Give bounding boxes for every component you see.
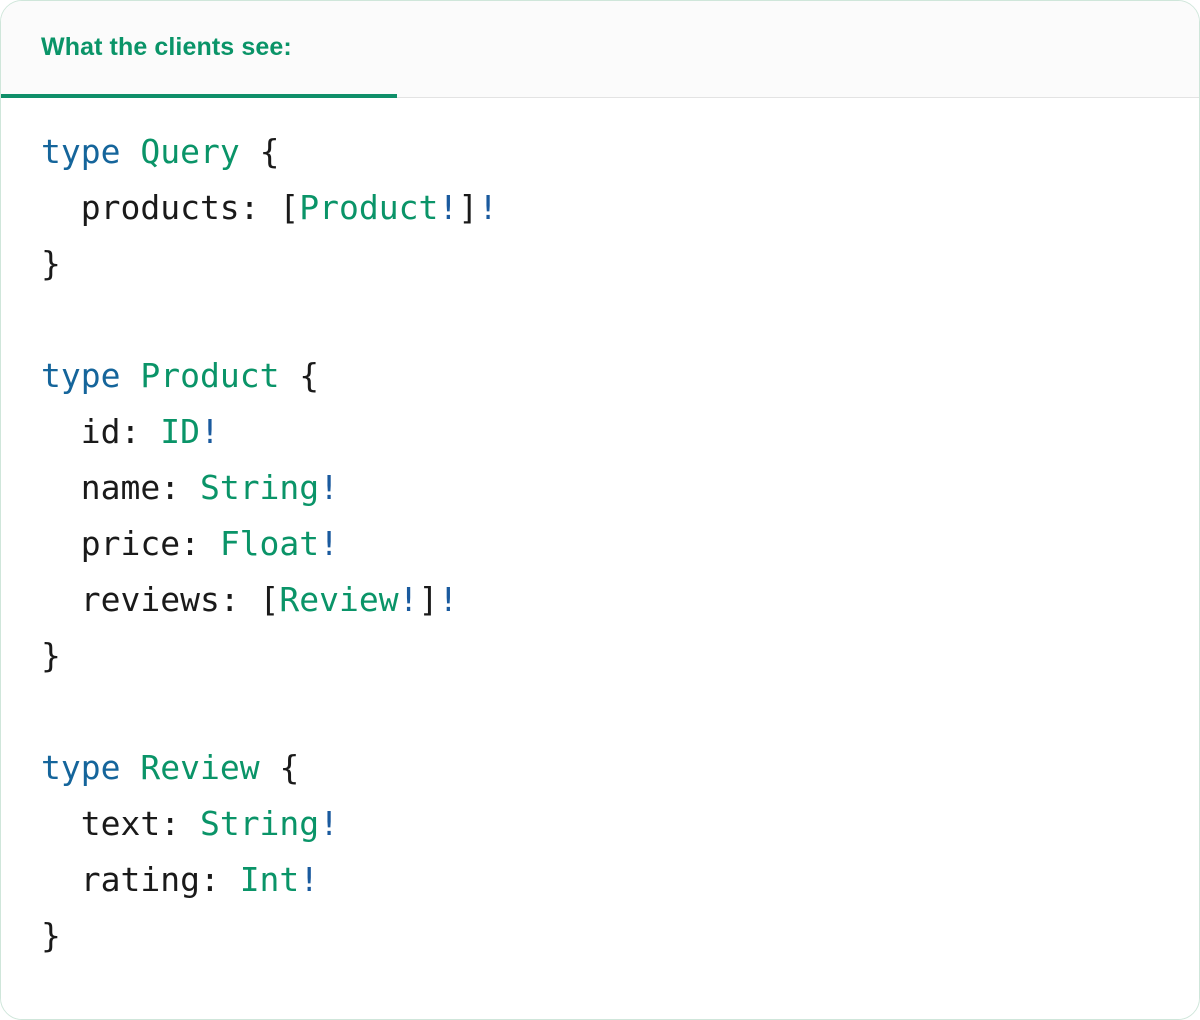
code-token-punct: {	[279, 356, 320, 395]
code-line: type Product {	[1, 348, 1199, 404]
code-token-type: Product	[299, 188, 439, 227]
code-token-punct: }	[41, 636, 61, 675]
code-token-punct: {	[259, 748, 300, 787]
code-token-field: reviews:	[41, 580, 260, 619]
graphql-schema-code[interactable]: type Query { products: [Product!]!}type …	[1, 98, 1199, 964]
code-line: text: String!	[1, 796, 1199, 852]
code-line: rating: Int!	[1, 852, 1199, 908]
code-token-type: Int	[239, 860, 300, 899]
code-token-bang: !	[478, 188, 498, 227]
code-line: products: [Product!]!	[1, 180, 1199, 236]
code-token-bang: !	[319, 468, 340, 507]
code-token-bang: !	[438, 580, 459, 619]
code-token-kw: type	[41, 356, 121, 395]
tab-label: What the clients see:	[41, 33, 292, 61]
code-token-type: Float	[219, 524, 320, 563]
code-token-punct: [	[259, 580, 280, 619]
code-token-punct: ]	[418, 580, 439, 619]
code-token-type: Review	[279, 580, 399, 619]
code-token-field: price:	[41, 524, 220, 563]
code-panel: type Query { products: [Product!]!}type …	[1, 98, 1199, 1019]
code-token-type: Query	[140, 132, 240, 171]
code-token-field: name:	[41, 468, 200, 507]
code-token-type: Review	[140, 748, 260, 787]
code-token-type: ID	[160, 412, 200, 451]
code-line	[1, 292, 1199, 348]
code-token-punct: }	[41, 244, 61, 283]
code-token-field: text:	[41, 804, 200, 843]
code-token-punct: ]	[458, 188, 479, 227]
code-token-punct	[120, 132, 140, 171]
code-line: }	[1, 628, 1199, 684]
code-token-punct	[120, 748, 140, 787]
code-token-bang: !	[398, 580, 419, 619]
code-line: }	[1, 236, 1199, 292]
code-token-punct: [	[279, 188, 300, 227]
code-token-bang: !	[319, 524, 340, 563]
code-line: id: ID!	[1, 404, 1199, 460]
code-token-bang: !	[299, 860, 320, 899]
code-token-field: id:	[41, 412, 161, 451]
code-token-punct	[120, 356, 140, 395]
code-token-type: Product	[140, 356, 280, 395]
code-line	[1, 684, 1199, 740]
code-token-bang: !	[438, 188, 459, 227]
code-token-type: String	[199, 804, 320, 843]
code-line: }	[1, 908, 1199, 964]
code-token-punct: }	[41, 916, 61, 955]
code-root: type Query { products: [Product!]!}type …	[1, 124, 1199, 964]
code-token-bang: !	[319, 804, 340, 843]
code-token-bang: !	[199, 412, 220, 451]
code-token-kw: type	[41, 748, 121, 787]
code-line: name: String!	[1, 460, 1199, 516]
code-token-type: String	[199, 468, 320, 507]
tab-bar: What the clients see:	[1, 1, 1199, 98]
code-line: price: Float!	[1, 516, 1199, 572]
code-token-kw: type	[41, 132, 121, 171]
code-token-punct: {	[239, 132, 280, 171]
code-token-field: rating:	[41, 860, 240, 899]
code-line: type Query {	[1, 124, 1199, 180]
code-token-field: products:	[41, 188, 280, 227]
code-line: reviews: [Review!]!	[1, 572, 1199, 628]
code-line: type Review {	[1, 740, 1199, 796]
tab-what-the-clients-see[interactable]: What the clients see:	[1, 1, 397, 98]
